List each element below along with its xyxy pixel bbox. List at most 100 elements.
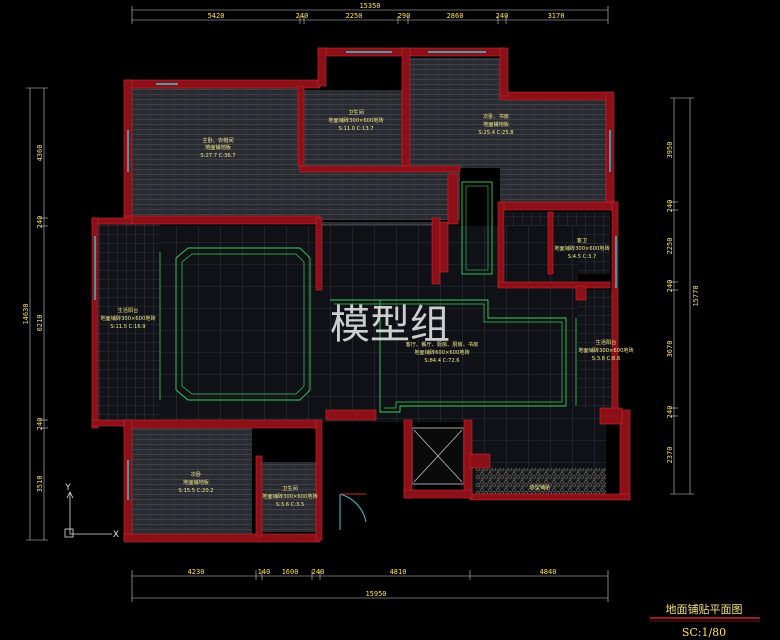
room-label-living: 客厅、餐厅、厨房、厨房、书房 地面铺砖600×600地砖 S:84.4 C:72…	[406, 340, 479, 364]
room-area: S:84.4 C:72.6	[424, 358, 459, 364]
secondary-bedroom-top-floor	[410, 58, 502, 168]
wall-column-1	[325, 409, 377, 421]
wall-study-bottom	[499, 201, 613, 211]
master-bedroom-floor	[132, 88, 300, 220]
wall-guestbath-bottom	[497, 281, 611, 289]
wall-column-5	[599, 407, 623, 425]
room-name: 客厅、餐厅、厨房、厨房、书房	[406, 340, 479, 348]
bottom-dimensions: 4230 140 1600 240 4810 4840 15950	[188, 568, 557, 598]
room-area: S:3.8 C:8.6	[592, 356, 621, 362]
room-label-guest-bath: 客卫 地面铺砖300×600地砖 S:4.5 C:3.7	[554, 236, 609, 260]
left-dimensions: 4360 240 6210 240 3510 14630	[22, 145, 44, 493]
room-name: 卫生间	[282, 484, 298, 492]
wall-stair-frame-left	[403, 419, 413, 499]
wall-top-study	[499, 91, 613, 101]
room-labels: 主卧、衣帽间 地面铺地板 S:27.7 C:36.7 卫生间 地面铺砖300×6…	[100, 108, 633, 508]
room-label-balcony-left: 生活阳台 地面铺砖300×600地砖 S:11.5 C:16.9	[100, 306, 155, 330]
axis-y-label: Y	[64, 483, 71, 493]
room-spec: 地面铺地板	[183, 478, 210, 486]
wall-stair-bottom	[403, 489, 473, 499]
room-spec: 地面铺砖600×600地砖	[414, 348, 469, 356]
right-dim-7: 2370	[666, 447, 674, 464]
top-dim-4: 290	[398, 12, 411, 20]
ucs-axis-icon	[64, 491, 112, 538]
right-dim-5: 3670	[666, 341, 674, 358]
title-block: 地面铺贴平面图 SC:1/80	[650, 602, 760, 639]
wall-guestbath-left	[547, 211, 554, 275]
right-dim-3: 2250	[666, 238, 674, 255]
bedroom-bottom-floor	[132, 428, 252, 536]
dimension-lines	[26, 6, 694, 602]
room-name: 卫生间	[348, 108, 364, 116]
room-label-pebble: 造型铺贴	[530, 483, 551, 491]
right-dim-2: 240	[666, 200, 674, 213]
wall-kitchen-corner	[469, 453, 491, 469]
room-spec: 地面铺砖300×600地砖	[328, 116, 383, 124]
room-name: 主卧、衣帽间	[202, 136, 233, 144]
left-dim-1: 4360	[36, 145, 44, 162]
room-name: 生活阳台	[596, 338, 617, 346]
top-dim-2: 240	[296, 12, 309, 20]
wall-bottom-bedroom-top	[123, 419, 321, 429]
living-feature-border-outer	[175, 247, 311, 401]
study-floor	[500, 98, 606, 206]
room-name: 次卧	[191, 470, 201, 478]
room-label-bath-top: 卫生间 地面铺砖300×600地砖 S:11.0 C:13.7	[328, 108, 383, 132]
top-dim-5: 2860	[447, 12, 464, 20]
room-spec: 地面铺砖300×600地砖	[262, 492, 317, 500]
left-dim-3: 6210	[36, 315, 44, 332]
wall-mid-horizontal	[299, 165, 461, 173]
top-dim-6: 240	[496, 12, 509, 20]
living-area-floor	[160, 226, 578, 422]
wall-bath-left	[317, 47, 327, 87]
master-wardrobe-floor	[300, 165, 460, 220]
room-area: S:25.4 C:25.8	[478, 130, 513, 136]
top-dim-3: 2250	[346, 12, 363, 20]
dining-feature-border	[330, 299, 567, 413]
room-spec: 地面铺砖300×600地砖	[554, 244, 609, 252]
room-spec: 地面铺砖300×600地砖	[578, 346, 633, 354]
dining-feature-border-inner	[334, 303, 563, 409]
bottom-dim-3: 1600	[282, 568, 299, 576]
left-dim-5: 3510	[36, 476, 44, 493]
room-label-master: 主卧、衣帽间 地面铺地板 S:27.7 C:36.7	[200, 136, 235, 159]
wall-bottom-bedroom-bottom	[123, 533, 321, 543]
right-total-dim: 15770	[692, 285, 700, 306]
room-label-secondary: 次卧、书房 地面铺地板 S:25.4 C:25.8	[478, 112, 513, 136]
bath-top-floor	[304, 90, 404, 168]
wall-bath-right	[401, 47, 411, 171]
top-dimensions: 15350 5420 240 2250 290 2860 240 3170	[208, 2, 565, 20]
left-total-dim: 14630	[22, 303, 30, 324]
wall-right-outer	[611, 201, 619, 413]
feature-borders	[159, 181, 577, 413]
left-dim-4: 240	[36, 418, 44, 431]
left-dim-2: 240	[36, 216, 44, 229]
wall-column-4	[447, 173, 459, 225]
room-name: 次卧、书房	[483, 112, 509, 120]
corridor-rug	[461, 181, 493, 275]
wall-column-3	[439, 221, 449, 273]
room-area: S:4.5 C:3.7	[568, 254, 597, 260]
top-dim-7: 3170	[548, 12, 565, 20]
wall-bath-divider	[297, 85, 305, 167]
wall-column-2	[575, 285, 587, 301]
wall-corridor-right	[431, 217, 441, 285]
drawing-scale: SC:1/80	[682, 626, 726, 639]
wall-top-master	[123, 79, 321, 89]
watermark-text: 模型组	[330, 302, 450, 348]
room-area: S:27.7 C:36.7	[200, 153, 235, 159]
right-dim-1: 3950	[666, 142, 674, 159]
room-name: 生活阳台	[118, 306, 139, 314]
bottom-dim-6: 4840	[540, 568, 557, 576]
wall-bottom-bath-left	[255, 455, 263, 537]
room-label-bedroom-bottom: 次卧 地面铺地板 S:15.5 C:20.2	[178, 470, 213, 494]
room-label-balcony-right: 生活阳台 地面铺砖300×600地砖 S:3.8 C:8.6	[578, 338, 633, 362]
room-area: S:11.0 C:13.7	[338, 126, 373, 132]
bottom-total-dim: 15950	[365, 590, 386, 598]
room-area: S:11.5 C:16.9	[110, 324, 145, 330]
windows	[94, 51, 617, 500]
balcony-left-floor	[98, 224, 160, 422]
top-total-dim: 15350	[359, 2, 380, 10]
bottom-dim-4: 240	[312, 568, 325, 576]
